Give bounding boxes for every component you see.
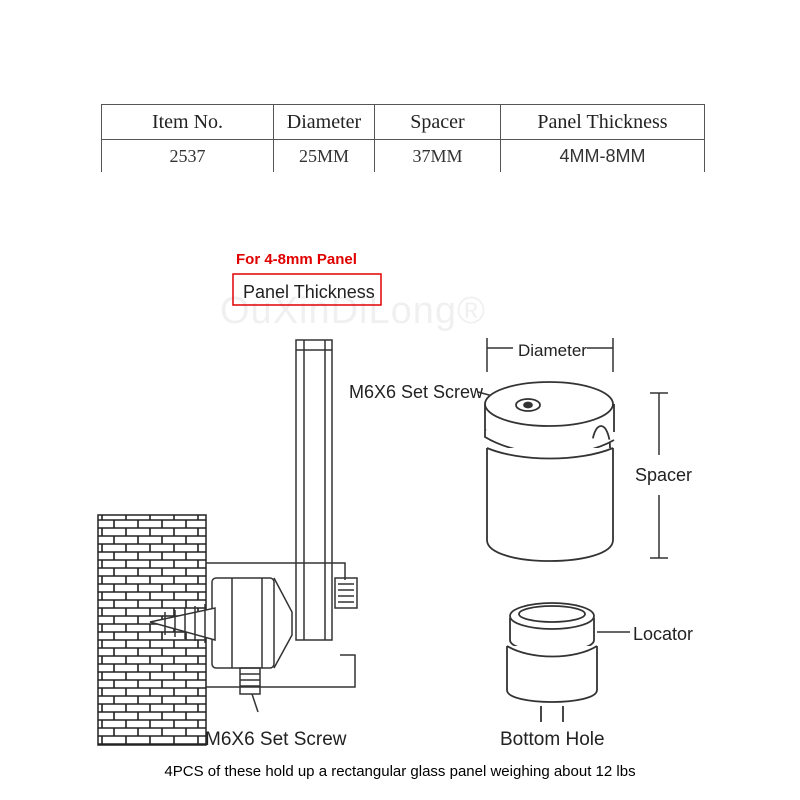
cell-panel-thickness: 4MM-8MM xyxy=(500,139,705,172)
panel-thickness-box xyxy=(232,273,382,306)
set-screw-bottom-label: M6X6 Set Screw xyxy=(205,729,347,750)
spec-table: Item No. Diameter Spacer Panel Thickness… xyxy=(101,104,705,172)
panel-note-label: For 4-8mm Panel xyxy=(236,251,357,268)
header-diameter: Diameter xyxy=(273,104,375,140)
standoff-barrel xyxy=(486,447,614,562)
standoff-side-view xyxy=(149,562,358,713)
header-item-no: Item No. xyxy=(101,104,274,140)
bottom-hole-label: Bottom Hole xyxy=(500,729,605,750)
glass-panel xyxy=(295,339,333,641)
caption: 4PCS of these hold up a rectangular glas… xyxy=(164,763,636,780)
cell-diameter: 25MM xyxy=(273,139,375,172)
spec-table-header-row: Item No. Diameter Spacer Panel Thickness xyxy=(101,104,705,140)
header-panel-thickness: Panel Thickness xyxy=(500,104,705,140)
locator xyxy=(506,602,598,722)
set-screw-top-label: M6X6 Set Screw xyxy=(349,382,484,402)
watermark: OuXinDiLong® xyxy=(220,290,487,332)
cell-spacer: 37MM xyxy=(374,139,501,172)
spacer-dimension xyxy=(650,392,668,559)
spec-table-row: 2537 25MM 37MM 4MM-8MM xyxy=(101,139,705,172)
diameter-dimension xyxy=(486,338,614,372)
locator-label: Locator xyxy=(633,624,693,644)
spacer-label: Spacer xyxy=(635,465,692,485)
panel-thickness-label: Panel Thickness xyxy=(243,282,375,302)
diameter-label: Diameter xyxy=(518,341,587,360)
